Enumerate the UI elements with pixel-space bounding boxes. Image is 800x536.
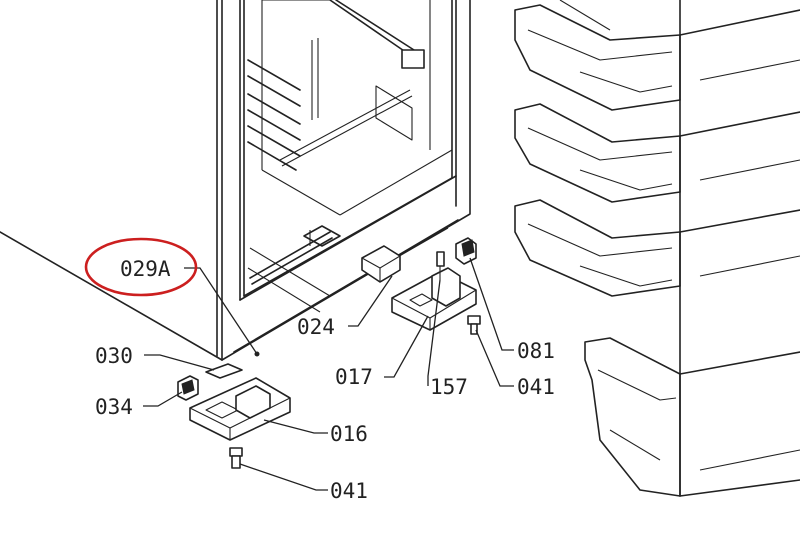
label-041-right: 041: [517, 375, 555, 399]
part-017-hinge-bracket: [391, 267, 477, 331]
label-017: 017: [335, 365, 373, 389]
fridge-cavity: [221, 0, 471, 361]
drawer-stack: [514, 0, 800, 497]
label-034: 034: [95, 395, 133, 419]
part-024-hinge-pin: [361, 245, 401, 283]
label-081: 081: [517, 339, 555, 363]
part-157-pin: [436, 251, 445, 280]
label-041-left: 041: [330, 479, 368, 503]
part-labels: 029A 024 030 034 016 041 017 157 041 081: [95, 257, 555, 503]
part-041-screw-left: [229, 447, 243, 469]
label-016: 016: [330, 422, 368, 446]
label-157: 157: [430, 375, 468, 399]
cabinet-side-panel: [0, 0, 223, 361]
leader-lines: [143, 257, 514, 491]
part-034-bracket: [177, 375, 199, 401]
part-041-screw-right: [467, 315, 481, 335]
label-024: 024: [297, 315, 335, 339]
label-029a: 029A: [120, 257, 171, 281]
part-081-cap: [455, 237, 477, 265]
highlight-ring: [84, 237, 198, 297]
label-030: 030: [95, 344, 133, 368]
part-030-spacer: [205, 363, 243, 379]
part-016-hinge-bracket: [189, 377, 291, 441]
